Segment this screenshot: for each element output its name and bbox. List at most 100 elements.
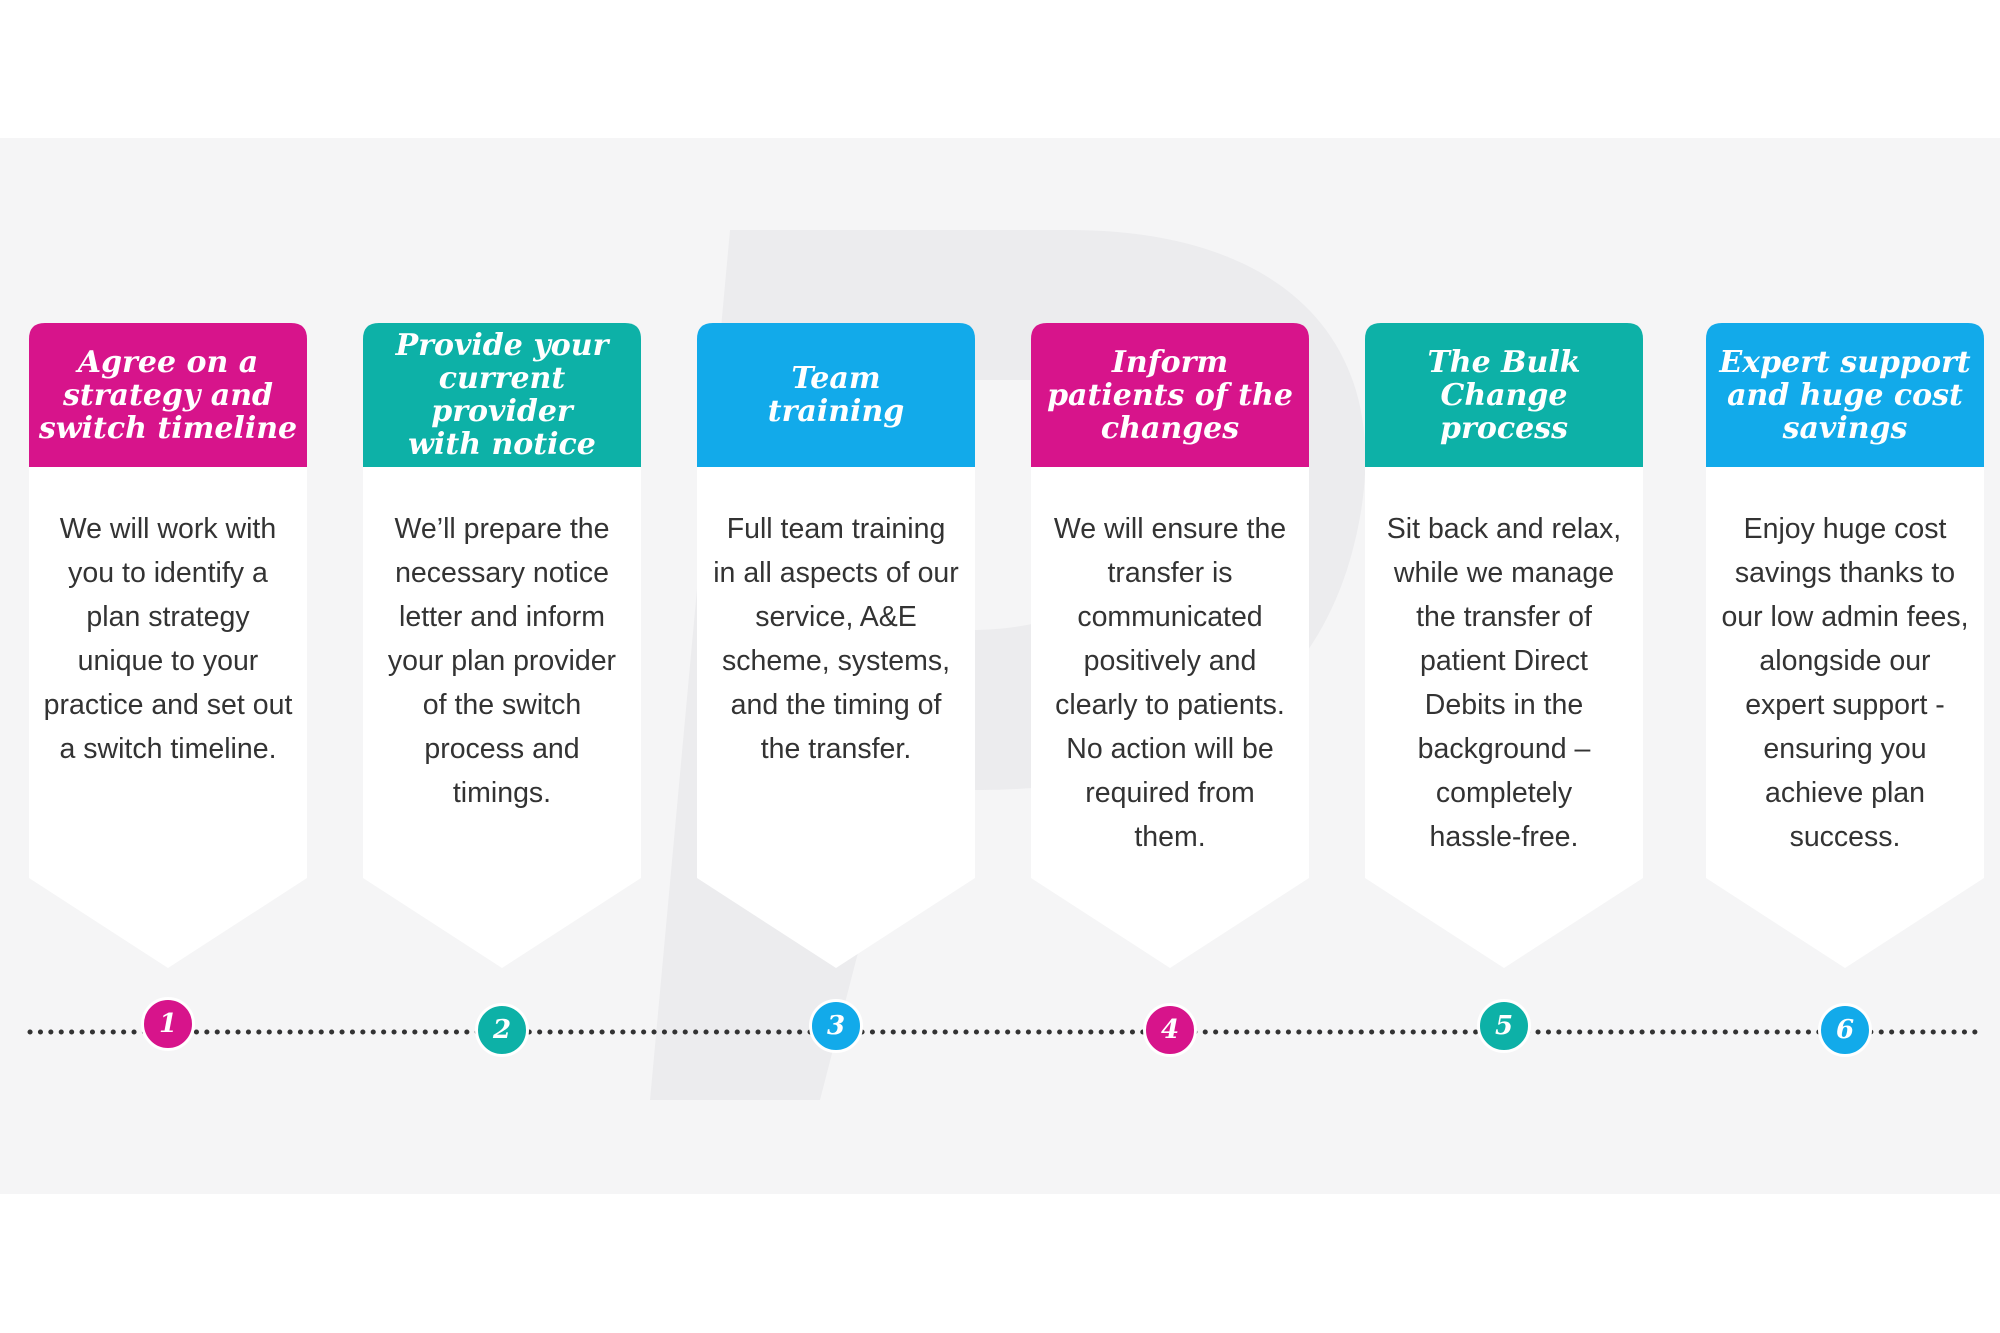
step-title-line: Inform bbox=[1111, 344, 1229, 380]
step-description-line: the transfer of bbox=[1416, 601, 1592, 633]
step-card-shape bbox=[363, 323, 641, 968]
step-description-line: transfer is bbox=[1107, 557, 1233, 589]
step-title-line: changes bbox=[1100, 410, 1240, 446]
step-title-line: savings bbox=[1782, 410, 1908, 446]
step-description-line: We will ensure the bbox=[1053, 513, 1287, 545]
step-description-line: ensuring you bbox=[1763, 733, 1927, 765]
step-description-line: Debits in the bbox=[1424, 689, 1584, 721]
step-description-line: timings. bbox=[452, 777, 552, 809]
step-number-badge-1: 1 bbox=[141, 997, 195, 1051]
step-card-body-shape bbox=[29, 467, 307, 968]
step-description-line: communicated bbox=[1077, 601, 1263, 633]
step-number-badge-3: 3 bbox=[809, 999, 863, 1053]
step-title-line: Team bbox=[791, 361, 881, 396]
step-title-line: Expert support bbox=[1719, 344, 1971, 380]
step-description-line: you to identify a bbox=[68, 557, 268, 589]
step-description: We will work with you to identify a plan s… bbox=[29, 507, 307, 771]
step-description: We’ll prepare the necessary notice letter … bbox=[363, 507, 641, 815]
step-description-line: alongside our bbox=[1759, 645, 1931, 677]
step-description-line: them. bbox=[1134, 821, 1206, 853]
step-description-line: and the timing of bbox=[730, 689, 942, 721]
step-description-line: while we manage bbox=[1393, 557, 1615, 589]
step-title-line: process bbox=[1440, 410, 1568, 446]
step-description-line: background – bbox=[1417, 733, 1591, 765]
step-description-line: No action will be bbox=[1066, 733, 1274, 765]
step-description: Enjoy huge cost savings thanks to our low … bbox=[1706, 507, 1984, 859]
step-title-line: training bbox=[767, 394, 905, 429]
step-card-header-shape bbox=[697, 323, 975, 467]
step-description-line: your plan provider bbox=[387, 645, 617, 677]
step-description-line: clearly to patients. bbox=[1055, 689, 1285, 721]
step-number-badge-4: 4 bbox=[1143, 1003, 1197, 1057]
step-title-line: patients of the bbox=[1047, 377, 1293, 413]
step-description-line: Sit back and relax, bbox=[1386, 513, 1622, 545]
step-title-line: Provide your bbox=[395, 328, 609, 363]
step-description-line: scheme, systems, bbox=[721, 645, 951, 677]
step-description-line: success. bbox=[1789, 821, 1901, 853]
step-card-header-shape bbox=[1031, 323, 1309, 467]
step-description: Sit back and relax, while we manage the tr… bbox=[1365, 507, 1643, 859]
step-description-line: the transfer. bbox=[760, 733, 912, 765]
step-description-line: our low admin fees, bbox=[1721, 601, 1969, 633]
step-title-line: Agree on a bbox=[77, 344, 259, 380]
step-description-line: practice and set out bbox=[43, 689, 293, 721]
step-description: We will ensure the transfer is communicate… bbox=[1031, 507, 1309, 859]
step-number-badge-6: 6 bbox=[1818, 1003, 1872, 1057]
step-description-line: hassle-free. bbox=[1429, 821, 1579, 853]
step-description-line: Full team training bbox=[726, 513, 946, 545]
step-card-body-shape bbox=[697, 467, 975, 968]
step-title-line: current provider bbox=[431, 361, 573, 429]
step-description-line: letter and inform bbox=[399, 601, 605, 633]
timeline-dotted-line bbox=[27, 1029, 1985, 1035]
step-description-line: of the switch bbox=[422, 689, 582, 721]
step-description-line: expert support - bbox=[1745, 689, 1945, 721]
step-card-shape bbox=[697, 323, 975, 968]
step-description-line: unique to your bbox=[77, 645, 259, 677]
step-card-header-shape bbox=[29, 323, 307, 467]
step-card-shape bbox=[1365, 323, 1643, 968]
step-title-line: Change bbox=[1440, 377, 1568, 413]
timeline: 1 2 3 4 5 6 bbox=[0, 990, 2000, 1070]
step-card-header-shape bbox=[1365, 323, 1643, 467]
step-description-line: We will work with bbox=[59, 513, 277, 545]
step-description: Full team training in all aspects of our s… bbox=[697, 507, 975, 771]
step-description-line: required from bbox=[1085, 777, 1255, 809]
step-card-header-shape bbox=[363, 323, 641, 467]
step-number-badge-5: 5 bbox=[1477, 999, 1531, 1053]
step-card-header-shape bbox=[1706, 323, 1984, 467]
step-card-body-shape bbox=[1031, 467, 1309, 968]
step-description-line: patient Direct bbox=[1420, 645, 1588, 677]
step-description-line: plan strategy bbox=[86, 601, 250, 633]
step-description-line: Enjoy huge cost bbox=[1743, 513, 1947, 545]
step-description-line: positively and bbox=[1083, 645, 1257, 677]
step-description-line: We’ll prepare the bbox=[394, 513, 610, 545]
step-number-badge-2: 2 bbox=[475, 1003, 529, 1057]
step-title-line: with notice bbox=[408, 427, 596, 462]
step-card-body-shape bbox=[1706, 467, 1984, 968]
step-description-line: savings thanks to bbox=[1734, 557, 1956, 589]
step-description-line: a switch timeline. bbox=[59, 733, 277, 765]
step-title-line: switch timeline bbox=[38, 410, 298, 446]
step-title-line: The Bulk bbox=[1427, 344, 1581, 380]
step-description-line: in all aspects of our bbox=[713, 557, 959, 589]
step-title-line: and huge cost bbox=[1727, 377, 1963, 413]
step-description-line: completely bbox=[1435, 777, 1573, 809]
step-description-line: achieve plan bbox=[1764, 777, 1926, 809]
step-card-shape bbox=[1031, 323, 1309, 968]
step-description-line: necessary notice bbox=[395, 557, 609, 589]
step-card-shape bbox=[1706, 323, 1984, 968]
step-description-line: service, A&E bbox=[755, 601, 917, 633]
step-card-body-shape bbox=[1365, 467, 1643, 968]
